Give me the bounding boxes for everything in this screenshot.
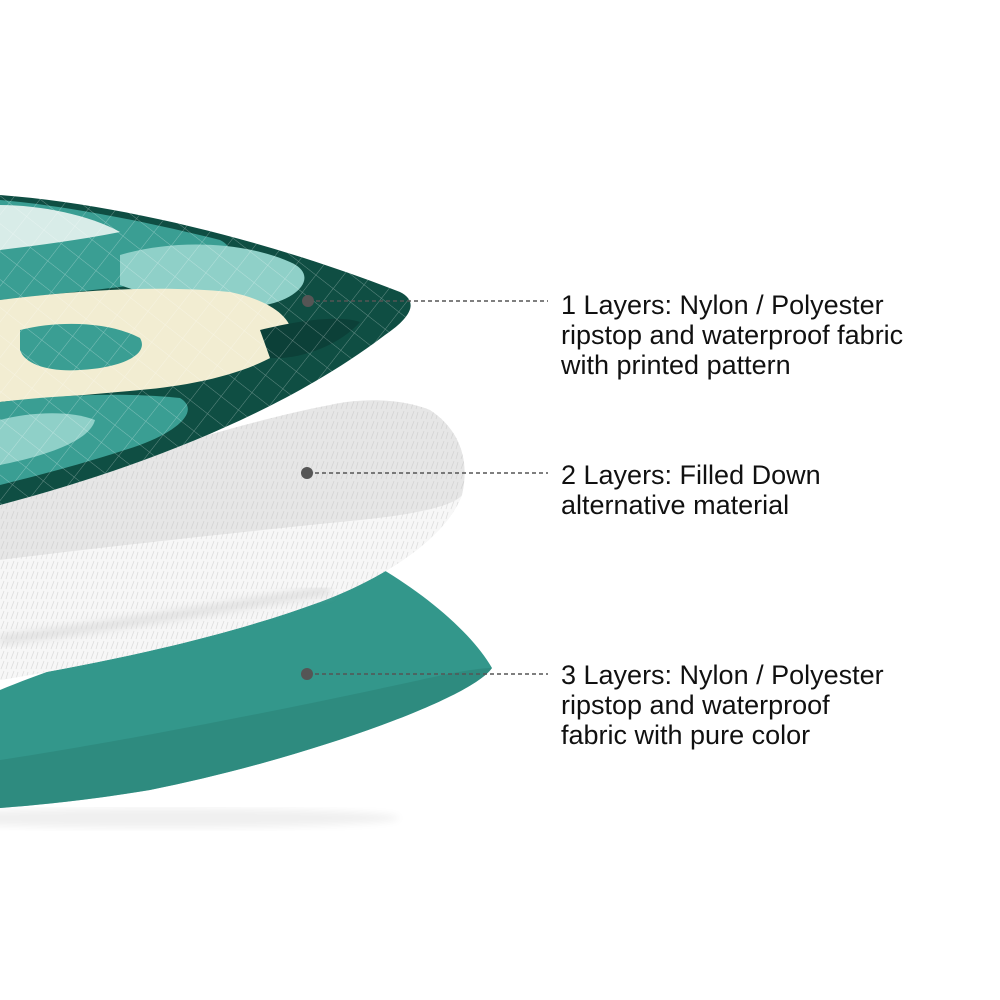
leader-line-2 [301, 467, 548, 479]
layer-3-description: 3 Layers: Nylon / Polyester ripstop and … [561, 660, 884, 750]
leader-line-3 [301, 668, 548, 680]
layer-3-line-2: ripstop and waterproof [561, 690, 830, 720]
layer-1-line-2: ripstop and waterproof fabric [561, 320, 904, 350]
layer-2-line-1: 2 Layers: Filled Down [561, 460, 821, 490]
layer-1-line-1: 1 Layers: Nylon / Polyester [561, 290, 884, 320]
layer-2-description: 2 Layers: Filled Down alternative materi… [561, 460, 821, 520]
layer-3-line-3: fabric with pure color [561, 720, 811, 750]
layer-1-line-3: with printed pattern [561, 350, 791, 380]
layer-3-line-1: 3 Layers: Nylon / Polyester [561, 660, 884, 690]
leader-line-1 [302, 295, 548, 307]
layer-1-description: 1 Layers: Nylon / Polyester ripstop and … [561, 290, 903, 380]
middle-layer-fleece [0, 400, 465, 680]
layer-2-line-2: alternative material [561, 490, 790, 520]
bottom-layer-fabric [0, 562, 492, 828]
